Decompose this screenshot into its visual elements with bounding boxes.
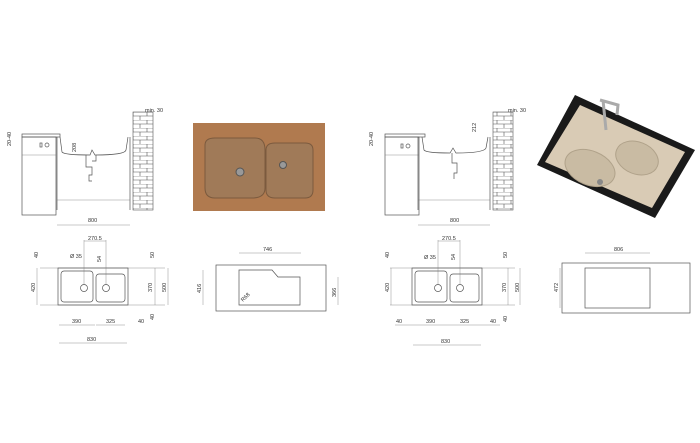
bowl-right-label: 325 bbox=[460, 319, 469, 325]
cutout-b: 806 472 bbox=[554, 247, 691, 314]
inner-depth-label: 370 bbox=[502, 283, 508, 292]
cabinet-width-label: 800 bbox=[88, 218, 97, 224]
bottom-margin-label: 40 bbox=[150, 314, 156, 320]
side-view-a: 800 min. 30 20-40 208 bbox=[7, 108, 163, 226]
top-margin-label: 40 bbox=[385, 252, 391, 258]
cutout-depth-left-label: 416 bbox=[197, 284, 203, 293]
overall-depth-label: 500 bbox=[515, 283, 521, 292]
bottom-margin-label: 40 bbox=[503, 316, 509, 322]
overall-depth-label: 500 bbox=[162, 283, 168, 292]
tap-offset-label: 54 bbox=[451, 254, 457, 260]
right-margin-label: 40 bbox=[490, 319, 496, 325]
cutout-depth-label: 472 bbox=[554, 283, 560, 292]
plan-view-b: 270.5 Ø 35 54 40 420 50 370 500 40 40 39… bbox=[385, 236, 521, 346]
overall-width-label: 830 bbox=[441, 339, 450, 345]
counter-thickness-label: 20-40 bbox=[7, 132, 13, 146]
bowl-spacing-label: 270.5 bbox=[442, 236, 456, 242]
sink-photo-a bbox=[193, 123, 325, 211]
cutout-a: 746 416 366 R68 bbox=[197, 247, 339, 312]
cutout-depth-right-label: 366 bbox=[332, 288, 338, 297]
tap-hole-label: Ø 35 bbox=[70, 254, 82, 260]
plan-view-a: 270.5 Ø 35 54 40 420 50 370 500 40 390 3… bbox=[31, 236, 169, 344]
bowl-left-label: 390 bbox=[72, 319, 81, 325]
corner-radius-label: R68 bbox=[240, 292, 251, 303]
side-view-b: 800 min. 30 20-40 212 bbox=[369, 108, 526, 226]
bowl-depth-label: 420 bbox=[31, 283, 37, 292]
bowl-left-label: 390 bbox=[426, 319, 435, 325]
bowl-right-label: 325 bbox=[106, 319, 115, 325]
cabinet-width-label: 800 bbox=[450, 218, 459, 224]
bowl-depth-label: 420 bbox=[385, 283, 391, 292]
depth-label: 208 bbox=[72, 143, 78, 152]
counter-thickness-label: 20-40 bbox=[369, 132, 375, 146]
bowl-spacing-label: 270.5 bbox=[88, 236, 102, 242]
overall-width-label: 830 bbox=[87, 337, 96, 343]
left-margin-label: 40 bbox=[396, 319, 402, 325]
cutout-width-label: 806 bbox=[614, 247, 623, 253]
tap-offset-label: 54 bbox=[97, 256, 103, 262]
sink-photo-b bbox=[537, 95, 695, 218]
depth-label: 212 bbox=[472, 123, 478, 132]
rim-top-label: 50 bbox=[150, 252, 156, 258]
right-margin-label: 40 bbox=[138, 319, 144, 325]
rim-top-label: 50 bbox=[503, 252, 509, 258]
cutout-width-label: 746 bbox=[263, 247, 272, 253]
wall-gap-label: min. 30 bbox=[508, 108, 526, 114]
wall-gap-label: min. 30 bbox=[145, 108, 163, 114]
inner-depth-label: 370 bbox=[148, 283, 154, 292]
top-margin-label: 40 bbox=[34, 252, 40, 258]
tap-hole-label: Ø 35 bbox=[424, 255, 436, 261]
